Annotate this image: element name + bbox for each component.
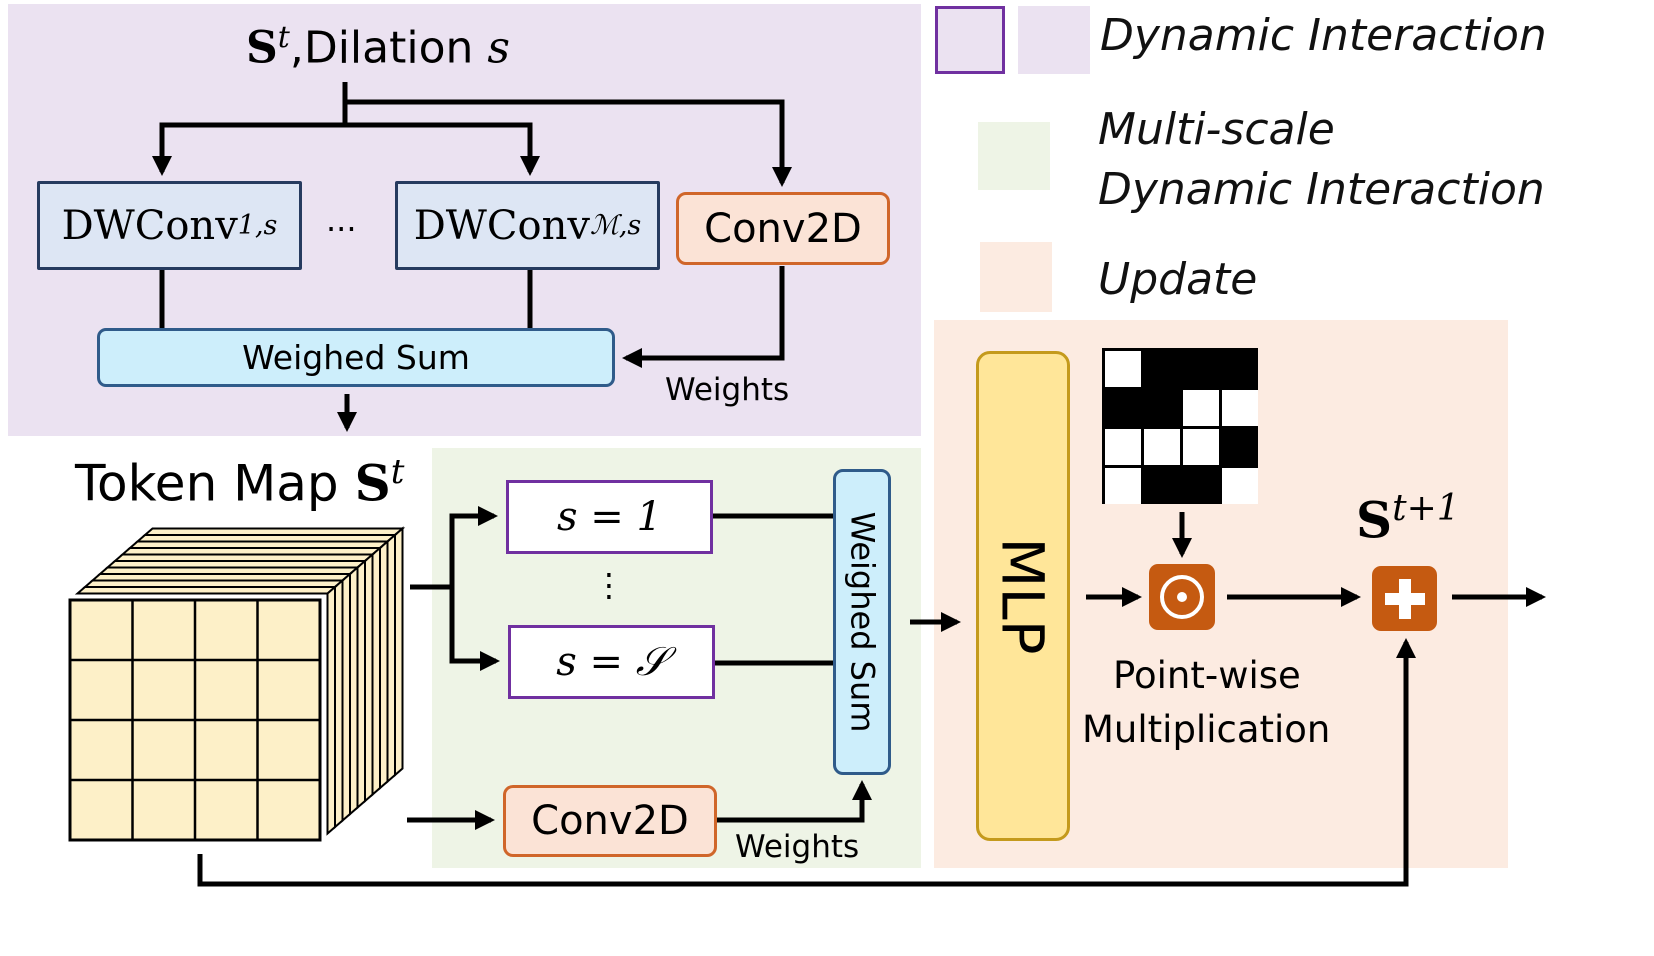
top-weighed-sum-box: Weighed Sum xyxy=(97,328,615,387)
top-input-sup: t xyxy=(277,20,290,55)
dwconv-1-sub: 1,s xyxy=(237,210,278,241)
cube-layer-side xyxy=(349,565,359,817)
cube-layer-side xyxy=(334,578,344,830)
dwconv-m-sub: ℳ,s xyxy=(589,210,642,241)
conv2d-to-sum-arrow xyxy=(622,266,785,368)
dwconv-m-main: DWConv xyxy=(413,202,590,249)
legend-multiscale-label-2: Dynamic Interaction xyxy=(1098,164,1545,215)
binary-mask-grid xyxy=(1102,348,1258,504)
legend-dynamic-fill-swatch xyxy=(1018,6,1090,74)
pointwise-label-1: Point-wise xyxy=(1113,654,1301,697)
input-to-dwconv-1-arrow xyxy=(152,122,345,176)
legend-dynamic-outline-swatch xyxy=(935,6,1005,74)
mask-cell xyxy=(1144,429,1180,465)
legend-multiscale-swatch xyxy=(978,122,1050,190)
input-to-conv2d-arrow xyxy=(345,99,792,187)
token-map-cube xyxy=(68,526,406,842)
mask-cell xyxy=(1183,429,1219,465)
token-map-label: Token Map St xyxy=(75,452,404,513)
token-map-text: Token Map xyxy=(75,454,355,513)
legend-update-swatch xyxy=(980,242,1052,312)
pointwise-label-2: Multiplication xyxy=(1082,708,1331,751)
mask-cell xyxy=(1105,351,1141,387)
legend-update-label: Update xyxy=(1098,254,1258,305)
branch-to-s1-arrow xyxy=(449,506,498,587)
ms-conv2d-box: Conv2D xyxy=(503,785,717,857)
mask-cell xyxy=(1183,390,1219,426)
ms-weights-label: Weights xyxy=(735,829,860,865)
output-var: S xyxy=(1356,490,1393,550)
top-input-label: St,Dilation s xyxy=(246,20,510,74)
cube-layer-side xyxy=(341,571,351,823)
cube-layer-side xyxy=(326,584,336,836)
mask-cell xyxy=(1105,429,1141,465)
mask-cell xyxy=(1144,390,1180,426)
cube-layer-top xyxy=(74,586,338,595)
token-map-sup: t xyxy=(390,452,405,492)
cube-layer-side xyxy=(356,558,366,810)
mask-cell xyxy=(1105,390,1141,426)
top-input-s: s xyxy=(487,22,510,74)
odot-icon xyxy=(1160,575,1204,619)
output-label: St+1 xyxy=(1356,488,1460,550)
dwconv-1-main: DWConv xyxy=(61,202,238,249)
ms-weighed-sum-box: Weighed Sum xyxy=(833,469,891,775)
dilation-sS-box: s = 𝒮 xyxy=(508,625,715,699)
top-weights-label: Weights xyxy=(665,372,790,408)
mask-cell xyxy=(1222,351,1258,387)
cube-layer-side xyxy=(394,526,404,778)
mask-cell xyxy=(1144,351,1180,387)
token-map-var: S xyxy=(354,453,391,513)
top-input-var: S xyxy=(246,22,278,74)
input-to-dwconv-m-arrow xyxy=(345,122,540,176)
mask-cell xyxy=(1144,468,1180,504)
dilation-s1-box: s = 1 xyxy=(506,480,713,554)
branch-to-sS-arrow xyxy=(449,587,500,671)
mask-cell xyxy=(1222,390,1258,426)
pointwise-mult-op xyxy=(1149,564,1215,630)
dilation-vdots: ⋮ xyxy=(593,566,625,604)
cube-layer-side xyxy=(379,539,389,791)
legend-dynamic-label: Dynamic Interaction xyxy=(1100,10,1547,61)
top-conv2d-box: Conv2D xyxy=(676,192,890,265)
mask-cell xyxy=(1183,468,1219,504)
plus-icon xyxy=(1385,579,1425,619)
mask-cell xyxy=(1222,429,1258,465)
output-sup: t+1 xyxy=(1392,488,1460,529)
mask-cell xyxy=(1222,468,1258,504)
legend-multiscale-label-1: Multi-scale xyxy=(1098,104,1335,155)
mask-cell xyxy=(1105,468,1141,504)
cube-layer-side xyxy=(364,552,374,804)
conv2d-to-vsum-arrow xyxy=(717,780,872,823)
dwconv-ellipsis: ··· xyxy=(326,210,357,248)
cube-layer-side xyxy=(371,545,381,797)
add-op xyxy=(1372,566,1437,631)
mask-cell xyxy=(1183,351,1219,387)
cube-layer-side xyxy=(386,532,396,784)
top-input-text: ,Dilation xyxy=(289,22,488,74)
residual-skip-arrow xyxy=(197,638,1416,887)
mlp-box: MLP xyxy=(976,351,1070,841)
